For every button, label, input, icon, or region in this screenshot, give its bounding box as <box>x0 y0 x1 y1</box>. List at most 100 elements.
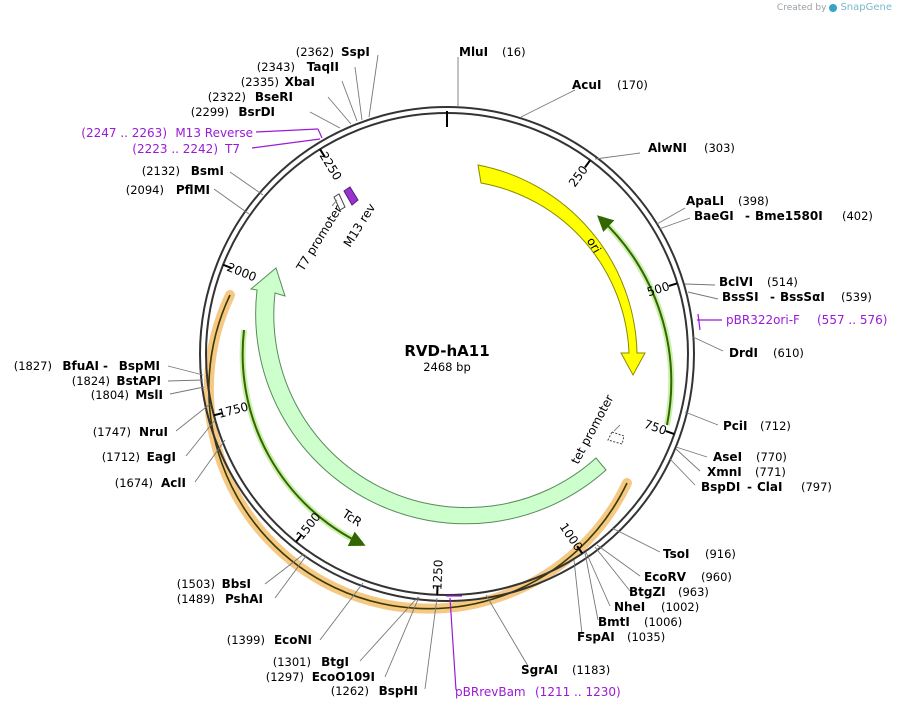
enzyme-nhei-pos: (1002) <box>661 600 699 614</box>
enzyme-btgi-pos: (1301) <box>273 655 311 669</box>
enzyme-drdi[interactable]: DrdI <box>729 346 758 360</box>
enzyme-sgrai-pos: (1183) <box>572 663 610 677</box>
enzyme-fspai-pos: (1035) <box>627 630 665 644</box>
tick-1500 <box>295 534 303 543</box>
enzyme-xbai[interactable]: XbaI <box>285 75 315 89</box>
feature-ori-arrow[interactable] <box>477 164 646 377</box>
orf-arrow-tcr <box>239 329 366 547</box>
brand-prefix: Created by <box>776 2 827 13</box>
enzyme-apali[interactable]: ApaLI <box>686 194 724 208</box>
enzyme-pflmi[interactable]: PflMI <box>176 183 210 197</box>
enzyme-bsphi-pos: (1262) <box>331 684 369 698</box>
tick-label-2250: 2250 <box>317 150 345 183</box>
enzyme-alwni-pos: (303) <box>704 141 735 155</box>
enzyme-bseri-pos: (2322) <box>208 90 246 104</box>
enzyme-labels: MluI (16) AcuI (170) AlwNI (303) ApaLI (… <box>459 45 873 677</box>
tick-250 <box>584 159 592 169</box>
primer-m13-reverse-range: (2247 .. 2263) <box>81 126 167 140</box>
enzyme-clai[interactable]: ClaI <box>757 480 782 494</box>
svg-text:-: - <box>770 290 775 304</box>
enzyme-pcii-pos: (712) <box>760 419 791 433</box>
enzyme-leader-lines <box>167 54 724 690</box>
tick-label-250: 250 <box>566 163 591 190</box>
enzyme-asei-pos: (770) <box>756 450 787 464</box>
primer-leader-lines <box>251 128 722 691</box>
enzyme-bsssi[interactable]: BssSI <box>722 290 759 304</box>
primer-pbrrevbam-range: (1211 .. 1230) <box>535 685 621 699</box>
primer-pbrrevbam[interactable]: pBRrevBam <box>455 685 526 699</box>
enzyme-tsoi-pos: (916) <box>705 547 736 561</box>
enzyme-acui-pos: (170) <box>617 78 648 92</box>
enzyme-sgrai[interactable]: SgrAI <box>521 663 558 677</box>
enzyme-bfuai[interactable]: BfuAI <box>62 359 99 373</box>
t7-promoter-label: T7 promoter <box>293 203 345 274</box>
enzyme-btgzi[interactable]: BtgZI <box>629 585 666 599</box>
enzyme-xbai-pos: (2335) <box>241 75 279 89</box>
enzyme-bstapi[interactable]: BstAPI <box>116 374 161 388</box>
enzyme-drdi-pos: (610) <box>773 346 804 360</box>
enzyme-econi[interactable]: EcoNI <box>274 633 312 647</box>
tick-1000 <box>576 545 584 555</box>
t7-promoter-feature[interactable] <box>331 193 346 211</box>
enzyme-asei[interactable]: AseI <box>713 450 742 464</box>
tet-promoter-feature[interactable] <box>607 424 625 445</box>
enzyme-pshai[interactable]: PshAI <box>225 592 263 606</box>
enzyme-bspdi[interactable]: BspDI <box>701 480 740 494</box>
enzyme-bseri[interactable]: BseRI <box>255 90 293 104</box>
enzyme-fspai[interactable]: FspAI <box>577 630 615 644</box>
enzyme-acli-pos: (1674) <box>115 476 153 490</box>
enzyme-bsssi-pos: (539) <box>841 290 872 304</box>
enzyme-bbsi-pos: (1503) <box>177 577 215 591</box>
primer-pbr322ori-f[interactable]: pBR322ori-F <box>726 313 800 327</box>
enzyme-taqii[interactable]: TaqII <box>307 60 339 74</box>
enzyme-ecoo109i[interactable]: EcoO109I <box>312 670 375 684</box>
enzyme-tsoi[interactable]: TsoI <box>663 547 689 561</box>
enzyme-bsmi-pos: (2132) <box>142 164 180 178</box>
tick-label-750: 750 <box>642 417 668 438</box>
primer-t7[interactable]: T7 <box>224 142 240 156</box>
enzyme-sspi[interactable]: SspI <box>341 45 370 59</box>
enzyme-bsmi[interactable]: BsmI <box>191 164 224 178</box>
enzyme-bsphi[interactable]: BspHI <box>379 684 418 698</box>
tick-label-1250: 1250 <box>430 559 445 590</box>
enzyme-acui[interactable]: AcuI <box>572 78 601 92</box>
enzyme-bbsi[interactable]: BbsI <box>222 577 251 591</box>
plasmid-name: RVD-hA11 <box>404 342 489 360</box>
enzyme-sspi-pos: (2362) <box>296 45 334 59</box>
tick-500 <box>668 282 678 287</box>
feature-tcr-arrow[interactable] <box>249 267 607 525</box>
primer-m13-reverse[interactable]: M13 Reverse <box>175 126 253 140</box>
enzyme-xmni[interactable]: XmnI <box>707 465 742 479</box>
enzyme-ecorv[interactable]: EcoRV <box>644 570 687 584</box>
enzyme-bmti-pos: (1006) <box>644 615 682 629</box>
brand-watermark: Created by SnapGene <box>777 2 892 13</box>
backbone-outer <box>199 106 695 602</box>
enzyme-xmni-pos: (771) <box>755 465 786 479</box>
tick-label-1000: 1000 <box>557 520 586 553</box>
enzyme-btgzi-pos: (963) <box>678 585 709 599</box>
m13-rev-feature[interactable] <box>343 186 359 206</box>
enzyme-nrui[interactable]: NruI <box>139 425 168 439</box>
primer-t7-range: (2223 .. 2242) <box>132 142 218 156</box>
m13-rev-label: M13 rev <box>341 201 379 250</box>
enzyme-baegi[interactable]: BaeGI <box>694 209 734 223</box>
enzyme-bsrdi[interactable]: BsrDI <box>238 105 275 119</box>
enzyme-msli[interactable]: MslI <box>135 388 163 402</box>
enzyme-bsssai[interactable]: BssSαI <box>780 290 825 304</box>
enzyme-bsrdi-pos: (2299) <box>191 105 229 119</box>
enzyme-eagi[interactable]: EagI <box>147 450 176 464</box>
enzyme-nhei[interactable]: NheI <box>614 600 645 614</box>
enzyme-bme1580i[interactable]: Bme1580I <box>755 209 823 223</box>
feature-tcr-label: TcR <box>339 506 364 529</box>
enzyme-bfuai-pos: (1827) <box>14 359 52 373</box>
enzyme-bspmi[interactable]: BspMI <box>119 359 160 373</box>
enzyme-btgi[interactable]: BtgI <box>321 655 349 669</box>
enzyme-alwni[interactable]: AlwNI <box>648 141 687 155</box>
enzyme-mlui[interactable]: MluI <box>459 45 488 59</box>
enzyme-bmti[interactable]: BmtI <box>598 615 630 629</box>
enzyme-msli-pos: (1804) <box>91 388 129 402</box>
enzyme-pcii[interactable]: PciI <box>723 419 748 433</box>
tick-2000 <box>222 263 232 270</box>
enzyme-bclvi[interactable]: BclVI <box>719 275 753 289</box>
enzyme-acli[interactable]: AclI <box>161 476 186 490</box>
